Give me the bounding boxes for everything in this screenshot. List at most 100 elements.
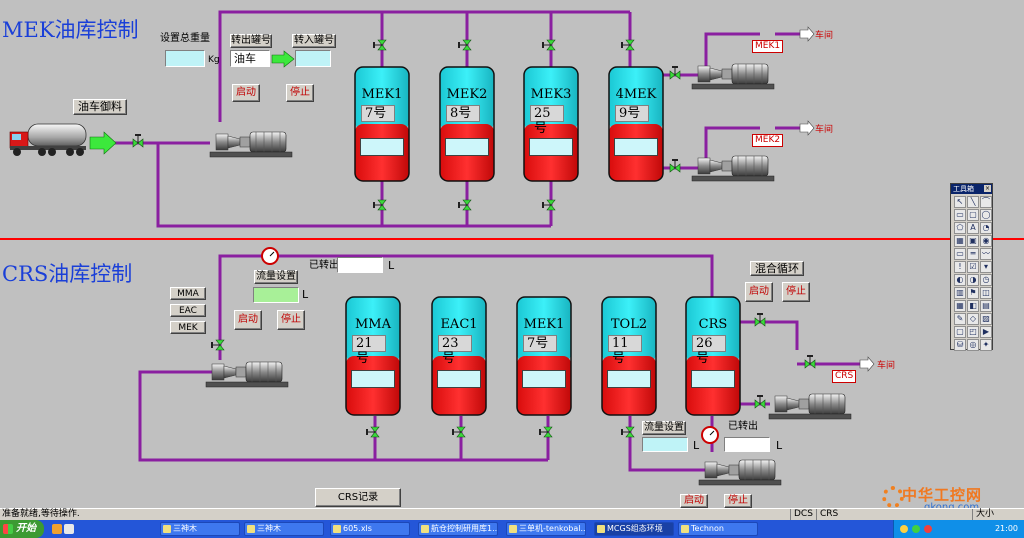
toolbox-colorwheel-icon[interactable]: ◉ — [980, 235, 992, 247]
taskbar: 开始 三神木 三神木 605.xls 航仓控制研用库1... 三单机-tenkobal.… — [0, 520, 1024, 538]
toolbox-db-icon[interactable]: ⛁ — [954, 339, 966, 351]
app-icon — [333, 525, 341, 533]
crs-flow-set-input-2[interactable] — [642, 437, 688, 452]
mek-tank-name-2: MEK3 — [530, 87, 572, 102]
toolbox-window-icon[interactable]: ◰ — [967, 326, 979, 338]
out-tank-value[interactable]: 油车 — [230, 50, 270, 67]
toolbox-panel[interactable]: 工具箱 × ↖╲⌒▭▢◯⬠A◔▦▣◉▭═〰!☑▾◐◑◷▥⚑◫▦◧▤✎◇▨▢◰▶⛁… — [950, 183, 993, 351]
src-button-eac[interactable]: EAC — [170, 304, 206, 317]
toolbox-titlebar[interactable]: 工具箱 × — [951, 184, 992, 194]
app-icon — [421, 525, 429, 533]
mix-start-button[interactable]: 启动 — [745, 282, 773, 302]
toolbox-text-A-icon[interactable]: A — [967, 222, 979, 234]
bottom-stop-button[interactable]: 停止 — [724, 494, 752, 508]
toolbox-bitmap-icon[interactable]: ▣ — [967, 235, 979, 247]
toolbox-net-icon[interactable]: ◎ — [967, 339, 979, 351]
toolbox-combo-icon[interactable]: ▾ — [980, 261, 992, 273]
set-total-weight-input[interactable] — [165, 50, 205, 67]
crs-unit-l-3: L — [693, 439, 700, 452]
toolbox-image-icon[interactable]: ▨ — [980, 313, 992, 325]
in-tank-input[interactable] — [295, 50, 331, 67]
mek-tank-name-0: MEK1 — [361, 87, 403, 102]
toolbox-button-icon[interactable]: ▭ — [954, 248, 966, 260]
toolbox-polygon-icon[interactable]: ⬠ — [954, 222, 966, 234]
toolbox-shape-icon[interactable]: ◇ — [967, 313, 979, 325]
toolbox-arc-icon[interactable]: ⌒ — [980, 196, 992, 208]
mek-pipes — [115, 10, 800, 228]
tray-icon-3[interactable] — [924, 525, 932, 533]
toolbox-browser-icon[interactable]: ◧ — [967, 300, 979, 312]
crs-transferred-value — [337, 257, 383, 273]
crs-record-button[interactable]: CRS记录 — [315, 488, 401, 507]
toolbox-report-icon[interactable]: ▤ — [980, 300, 992, 312]
toolbox-gauge-icon[interactable]: ◐ — [954, 274, 966, 286]
toolbox-title: 工具箱 — [953, 185, 974, 193]
tray-icon-2[interactable] — [912, 525, 920, 533]
toolbox-map-icon[interactable]: ◫ — [980, 287, 992, 299]
src-button-mma[interactable]: MMA — [170, 287, 206, 300]
mek2-dest-label: MEK2 — [752, 134, 784, 147]
mix-stop-button[interactable]: 停止 — [782, 282, 810, 302]
crs-tank-name-4: CRS — [698, 317, 728, 332]
toolbox-chart-icon[interactable]: ▥ — [954, 287, 966, 299]
toolbox-line-icon[interactable]: ╲ — [967, 196, 979, 208]
crs-stop-button[interactable]: 停止 — [277, 310, 305, 330]
crs-start-button[interactable]: 启动 — [234, 310, 262, 330]
quicklaunch-browser-icon[interactable] — [52, 524, 62, 534]
toolbox-ellipse-icon[interactable]: ◯ — [980, 209, 992, 221]
taskbar-task-label: 三神木 — [173, 524, 197, 533]
toolbox-rect-icon[interactable]: ▭ — [954, 209, 966, 221]
toolbox-alarm-icon[interactable]: ! — [954, 261, 966, 273]
toolbox-grid-icon[interactable]: ▦ — [954, 235, 966, 247]
gear-logo-icon — [882, 486, 904, 508]
app-icon — [247, 525, 255, 533]
toolbox-meter-icon[interactable]: ◑ — [967, 274, 979, 286]
taskbar-task-3[interactable]: 航仓控制研用库1... — [418, 522, 498, 536]
taskbar-task-5[interactable]: MCGS组态环境 — [594, 522, 674, 536]
system-tray: 21:00 — [893, 520, 1024, 538]
toolbox-checkbox-icon[interactable]: ☑ — [967, 261, 979, 273]
taskbar-task-label: Technon — [691, 524, 724, 533]
taskbar-task-2[interactable]: 605.xls — [330, 522, 410, 536]
watermark-en: gkong.com — [924, 502, 979, 513]
mek-workshop-label-2: 车间 — [815, 125, 834, 135]
toolbox-arrow-icon[interactable]: ↖ — [954, 196, 966, 208]
crs-tank-0 — [345, 296, 401, 416]
crs-tank-1 — [431, 296, 487, 416]
quicklaunch-desktop-icon[interactable] — [64, 524, 74, 534]
toolbox-table-icon[interactable]: ▦ — [954, 300, 966, 312]
crs-tank-level-field-2 — [522, 370, 566, 388]
toolbox-misc-icon[interactable]: ✦ — [980, 339, 992, 351]
mek-tank-level-field-3 — [614, 138, 658, 156]
taskbar-task-label: 航仓控制研用库1... — [431, 524, 498, 533]
start-button[interactable]: 开始 — [0, 520, 44, 538]
flow-arrow-green — [89, 131, 117, 155]
taskbar-task-6[interactable]: Technon — [678, 522, 758, 536]
mek1-dest-label: MEK1 — [752, 40, 784, 53]
workshop-arrows — [799, 26, 875, 372]
close-icon[interactable]: × — [984, 185, 991, 192]
crs-flow-set-input[interactable] — [253, 287, 299, 303]
toolbox-rounded-rect-icon[interactable]: ▢ — [967, 209, 979, 221]
mek-tank-number-1: 8号 — [446, 105, 480, 122]
tray-icon-1[interactable] — [900, 525, 908, 533]
toolbox-wizard-icon[interactable]: ✎ — [954, 313, 966, 325]
bottom-start-button[interactable]: 启动 — [680, 494, 708, 508]
toolbox-trend-icon[interactable]: 〰 — [980, 248, 992, 260]
toolbox-video-icon[interactable]: ▶ — [980, 326, 992, 338]
crs-tank-level-field-3 — [607, 370, 651, 388]
toolbox-symbol-icon[interactable]: ⚑ — [967, 287, 979, 299]
taskbar-task-0[interactable]: 三神木 — [160, 522, 240, 536]
mek-stop-button[interactable]: 停止 — [286, 84, 314, 102]
src-button-mek[interactable]: MEK — [170, 321, 206, 334]
taskbar-task-label: 三神木 — [257, 524, 281, 533]
crs-tank-number-0: 21号 — [352, 335, 386, 366]
toolbox-clock-icon[interactable]: ◷ — [980, 274, 992, 286]
toolbox-pie-icon[interactable]: ◔ — [980, 222, 992, 234]
app-icon — [163, 525, 171, 533]
taskbar-task-4[interactable]: 三单机-tenkobal... — [506, 522, 586, 536]
toolbox-panel-icon[interactable]: ▢ — [954, 326, 966, 338]
mek-start-button[interactable]: 启动 — [232, 84, 260, 102]
toolbox-slider-icon[interactable]: ═ — [967, 248, 979, 260]
taskbar-task-1[interactable]: 三神木 — [244, 522, 324, 536]
